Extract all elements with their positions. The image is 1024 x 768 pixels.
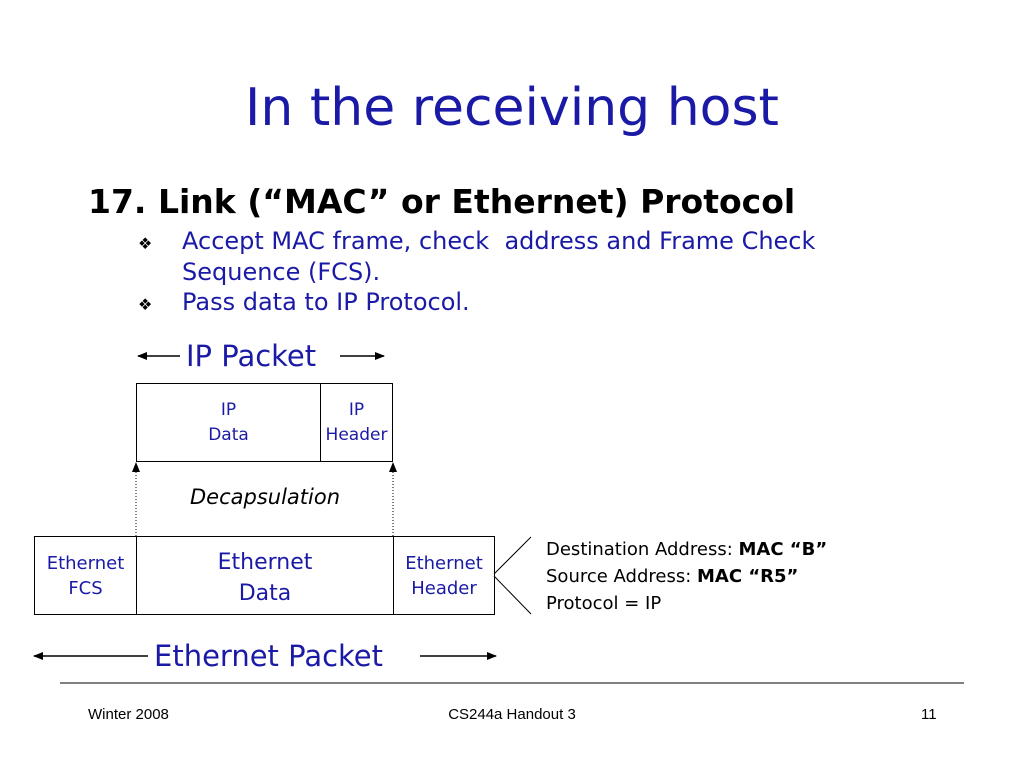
ethernet-fcs-line-1: Ethernet [46, 553, 125, 574]
header-callout-upper-line [493, 536, 532, 575]
ip-header-line-2: Header [325, 425, 388, 445]
destination-address-prefix: Destination Address: [546, 539, 739, 560]
ip-header-box: IP Header [320, 383, 393, 462]
footer-left: Winter 2008 [88, 706, 169, 723]
ethernet-header-box: Ethernet Header [393, 536, 495, 615]
source-address-prefix: Source Address: [546, 566, 698, 587]
bullet-1-line-2: Sequence (FCS). [182, 258, 381, 286]
ethernet-data-box: Ethernet Data [136, 536, 394, 615]
destination-address-line: Destination Address: MAC “B” [546, 536, 827, 563]
ethernet-header-line-1: Ethernet [405, 553, 483, 574]
ip-data-box: IP Data [136, 383, 321, 462]
page-number: 11 [921, 706, 937, 723]
ip-data-line-2: Data [208, 425, 249, 445]
ethernet-fcs-line-2: FCS [68, 578, 103, 599]
decapsulation-label: Decapsulation [189, 485, 340, 509]
source-address-value: MAC “R5” [697, 566, 799, 587]
bullet-2-line-1: Pass data to IP Protocol. [182, 288, 470, 316]
header-details: Destination Address: MAC “B” Source Addr… [546, 536, 827, 617]
ip-data-line-1: IP [220, 400, 237, 420]
diamond-bullet-icon: ❖ [138, 295, 153, 314]
source-address-line: Source Address: MAC “R5” [546, 563, 827, 590]
destination-address-value: MAC “B” [738, 539, 828, 560]
ethernet-data-line-1: Ethernet [217, 550, 313, 575]
bullet-1-line-1: Accept MAC frame, check address and Fram… [182, 227, 816, 255]
section-heading: 17. Link (“MAC” or Ethernet) Protocol [88, 182, 796, 221]
protocol-line: Protocol = IP [546, 593, 662, 614]
ethernet-header-line-2: Header [411, 578, 477, 599]
ethernet-fcs-box: Ethernet FCS [34, 536, 137, 615]
ip-header-line-1: IP [348, 400, 365, 420]
slide-title: In the receiving host [245, 78, 779, 138]
ip-packet-label: IP Packet [186, 339, 317, 373]
footer-center: CS244a Handout 3 [448, 706, 576, 723]
header-callout-lower-line [493, 575, 532, 615]
diamond-bullet-icon: ❖ [138, 234, 153, 253]
ethernet-packet-label: Ethernet Packet [154, 639, 384, 673]
ethernet-data-line-2: Data [238, 581, 292, 606]
bullet-1: Accept MAC frame, check address and Fram… [182, 226, 815, 288]
bullet-2: Pass data to IP Protocol. [182, 287, 470, 318]
